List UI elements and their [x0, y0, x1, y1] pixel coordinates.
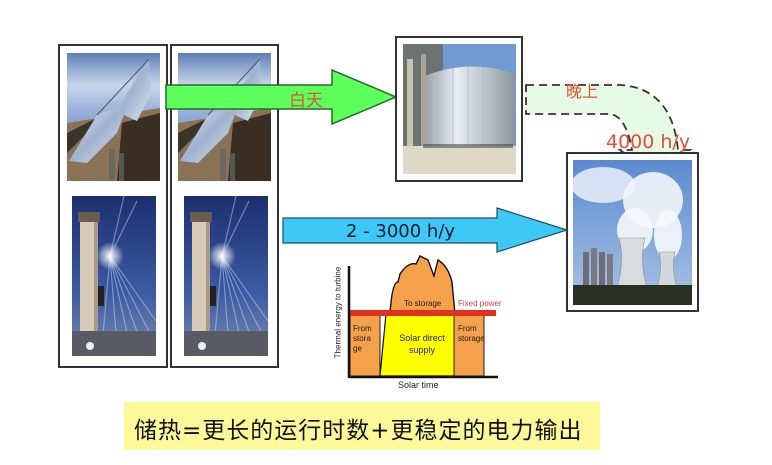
day-arrow [164, 68, 400, 126]
storage-tank-image [403, 44, 516, 174]
chart-ylabel: Thermal energy to turbine [333, 266, 343, 359]
solar-tower-image-2 [184, 196, 268, 356]
caption-box [124, 402, 600, 450]
chart-xlabel: Solar time [398, 380, 439, 390]
chart-to-storage-label: To storage [404, 299, 442, 308]
chart-fixed-power-label: Fixed power [458, 299, 502, 308]
solar-tower-image-1 [72, 196, 156, 356]
night-arrow-label: 晚上 [566, 82, 599, 101]
direct-supply-arrow [281, 206, 571, 254]
direct-supply-arrow-label: 2 - 3000 h/y [346, 221, 456, 242]
day-arrow-label: 白天 [289, 91, 323, 111]
night-hours-label: 4000 h/y [606, 131, 691, 153]
energy-dispatch-chart: Thermal energy to turbine Solar time To … [330, 252, 510, 395]
parabolic-dish-image-1 [67, 53, 160, 181]
caption-text: 储热=更长的运行时数+更稳定的电力输出 [134, 418, 583, 444]
power-plant-image [573, 160, 692, 305]
